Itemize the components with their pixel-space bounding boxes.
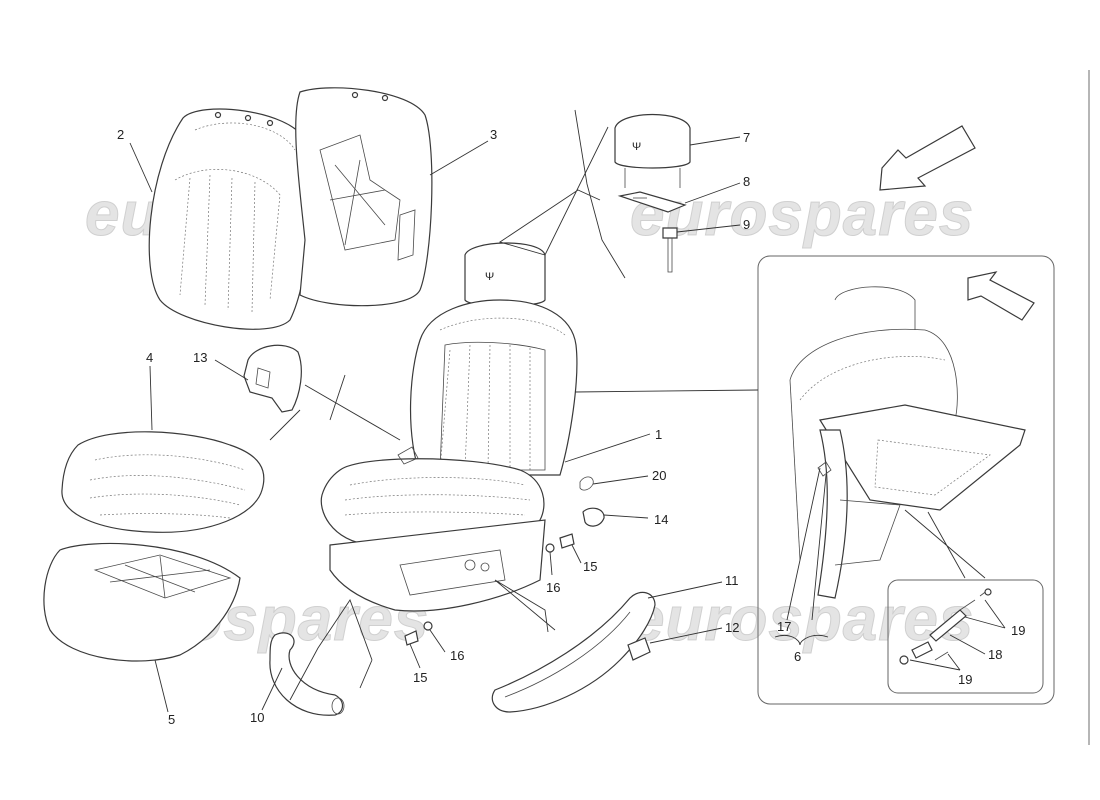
part-complete-seat: Ψ	[320, 242, 578, 612]
callout-10: 10	[250, 710, 264, 725]
callout-16a: 16	[546, 580, 560, 595]
part-small-hardware	[404, 476, 605, 646]
part-backrest-cover	[148, 108, 312, 330]
part-seat-cushion-base	[43, 542, 241, 662]
part-headrest-assembly: Ψ	[614, 114, 691, 273]
callout-6: 6	[794, 649, 801, 664]
callout-13: 13	[193, 350, 207, 365]
svg-text:Ψ: Ψ	[485, 271, 494, 283]
arrow-up-left-icon	[967, 271, 1035, 321]
callout-19a: 19	[1011, 623, 1025, 638]
watermark-2: eurospares	[630, 180, 974, 249]
part-seat-cushion-cover	[61, 431, 265, 533]
callout-11: 11	[725, 573, 739, 588]
callout-15b: 15	[413, 670, 427, 685]
callout-9: 9	[743, 217, 750, 232]
sub-inset-panel	[887, 579, 1044, 694]
watermark-4: eurospares	[630, 585, 974, 654]
inset-detail-panel	[757, 255, 1055, 705]
part-side-trim	[269, 632, 345, 716]
callout-19b: 19	[958, 672, 972, 687]
callout-4: 4	[146, 350, 153, 365]
callout-3: 3	[490, 127, 497, 142]
part-bracket	[243, 344, 302, 413]
callout-2: 2	[117, 127, 124, 142]
callout-20: 20	[652, 468, 666, 483]
callout-15a: 15	[583, 559, 597, 574]
callout-5: 5	[168, 712, 175, 727]
leader-lines	[129, 109, 1006, 713]
callout-7: 7	[743, 130, 750, 145]
part-lateral-trim	[491, 591, 656, 713]
callout-12: 12	[725, 620, 739, 635]
callout-labels: 1 2 3 4 5 6 7 8 9 10 11 12 13 14 15 15 1…	[117, 127, 1025, 727]
callout-17: 17	[777, 619, 791, 634]
arrow-down-left-icon	[879, 125, 976, 191]
part-backrest-shell	[295, 87, 433, 307]
callout-16b: 16	[450, 648, 464, 663]
svg-text:Ψ: Ψ	[632, 141, 641, 153]
callout-18: 18	[988, 647, 1002, 662]
callout-8: 8	[743, 174, 750, 189]
callout-14: 14	[654, 512, 668, 527]
callout-1: 1	[655, 427, 662, 442]
